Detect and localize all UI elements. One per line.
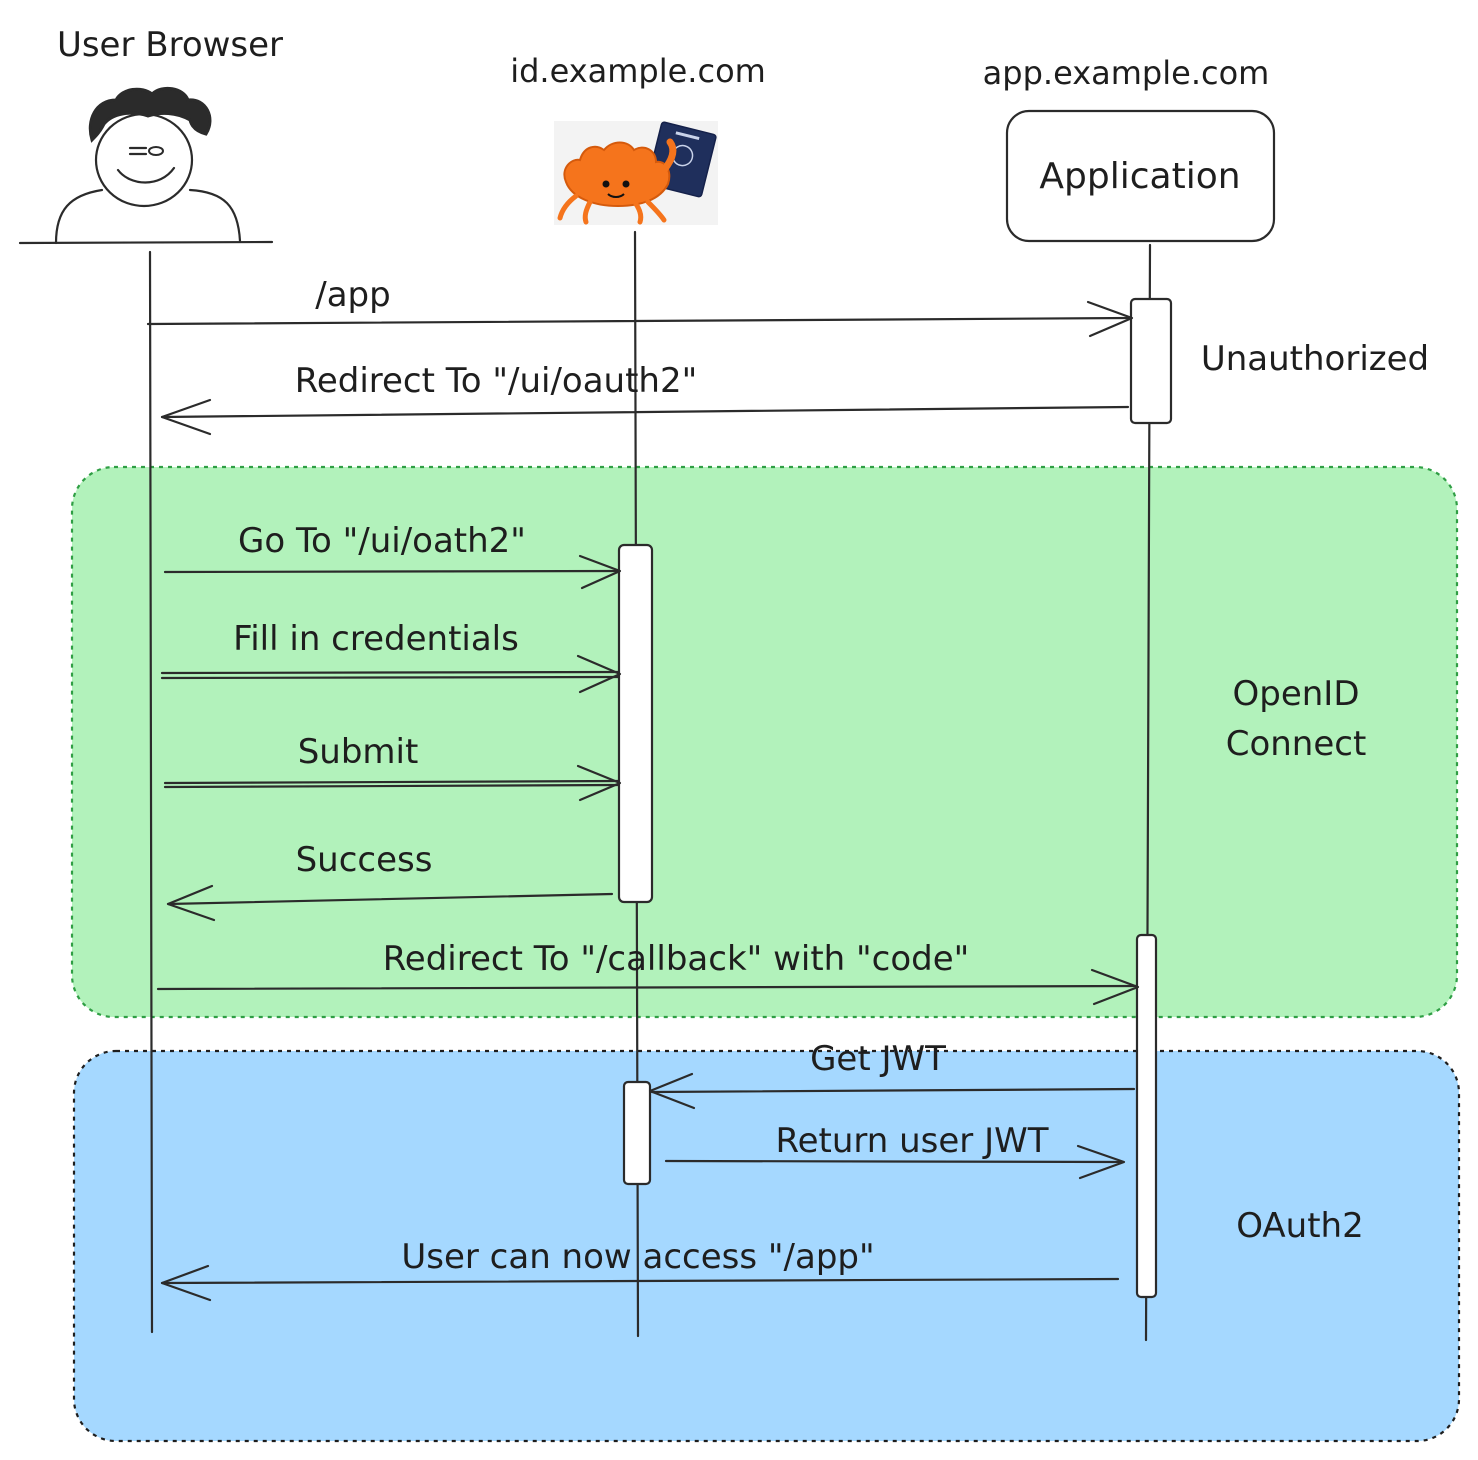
svg-text:Get JWT: Get JWT xyxy=(810,1039,946,1079)
id-activation-2 xyxy=(622,1080,652,1186)
svg-text:Return user JWT: Return user JWT xyxy=(775,1121,1048,1161)
application-box-label: Application xyxy=(1039,156,1240,197)
user-stick-figure-icon xyxy=(18,86,274,245)
app-participant-label: app.example.com xyxy=(983,54,1270,92)
ferris-crab-logo-icon xyxy=(554,121,718,225)
message-success: Success xyxy=(166,840,614,922)
openid-label-line1: OpenID xyxy=(1232,674,1359,714)
app-activation-2 xyxy=(1135,933,1158,1299)
svg-text:Submit: Submit xyxy=(298,732,419,772)
openid-connect-region xyxy=(70,465,1459,1019)
user-browser-label: User Browser xyxy=(57,25,283,65)
oauth2-label: OAuth2 xyxy=(1236,1206,1363,1246)
svg-text:Success: Success xyxy=(296,840,433,880)
message-redirect-oauth2: Redirect To "/ui/oauth2" xyxy=(160,361,1130,436)
svg-text:Redirect To "/ui/oauth2": Redirect To "/ui/oauth2" xyxy=(295,361,698,401)
message-redirect-callback: Redirect To "/callback" with "code" xyxy=(156,939,1140,1006)
id-activation-1 xyxy=(617,543,654,904)
svg-text:User can now access "/app": User can now access "/app" xyxy=(401,1237,874,1277)
svg-text:Go To "/ui/oath2": Go To "/ui/oath2" xyxy=(238,521,526,561)
message-go-to-oath2: Go To "/ui/oath2" xyxy=(163,521,622,590)
message-app-request: /app xyxy=(146,275,1134,338)
unauthorized-note: Unauthorized xyxy=(1201,339,1429,379)
oauth2-region xyxy=(72,1049,1461,1443)
message-fill-credentials: Fill in credentials xyxy=(160,619,622,694)
svg-text:/app: /app xyxy=(315,275,390,315)
message-submit: Submit xyxy=(163,732,622,802)
message-access-app: User can now access "/app" xyxy=(160,1237,1120,1302)
openid-label-line2: Connect xyxy=(1226,724,1367,764)
id-participant-label: id.example.com xyxy=(510,52,766,90)
application-box xyxy=(1005,109,1276,243)
message-get-jwt: Get JWT xyxy=(648,1039,1136,1110)
message-return-jwt: Return user JWT xyxy=(664,1121,1126,1180)
svg-text:Redirect To "/callback" with ": Redirect To "/callback" with "code" xyxy=(383,939,970,979)
user-lifeline xyxy=(148,250,154,1334)
svg-text:Fill in credentials: Fill in credentials xyxy=(233,619,519,659)
app-activation-1 xyxy=(1129,297,1173,425)
